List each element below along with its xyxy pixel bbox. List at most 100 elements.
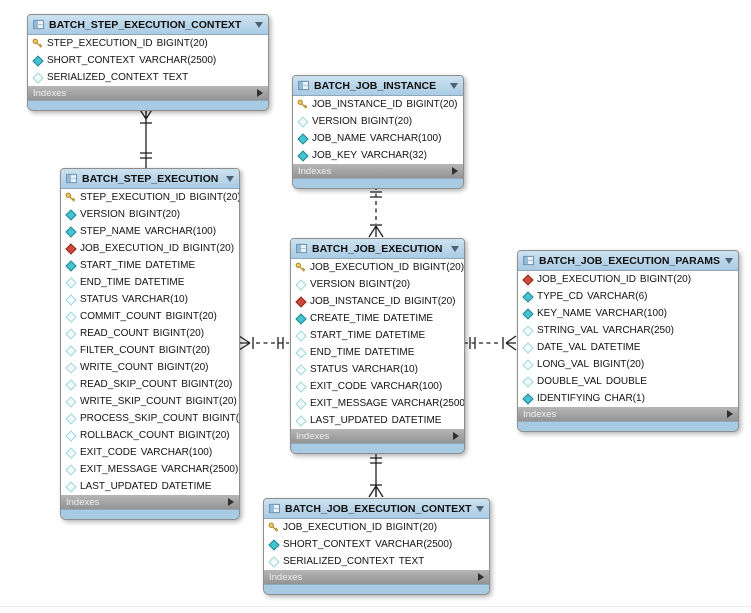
column-nullable-icon (294, 278, 307, 291)
expand-arrow-icon[interactable] (228, 498, 234, 506)
column-nullable-icon (64, 344, 77, 357)
table-header[interactable]: BATCH_JOB_EXECUTION (291, 239, 464, 259)
column-nullable-icon (294, 397, 307, 410)
chevron-down-icon[interactable] (476, 505, 484, 512)
expand-arrow-icon[interactable] (727, 410, 733, 418)
column-notnull-icon (521, 392, 534, 405)
relationship-stepexecution-jobexecution[interactable] (238, 335, 289, 351)
expand-arrow-icon[interactable] (478, 573, 484, 581)
chevron-down-icon[interactable] (725, 257, 733, 264)
column-name: PROCESS_SKIP_COUNT (80, 413, 199, 424)
column-name: SERIALIZED_CONTEXT (283, 556, 395, 567)
canvas-bottom-divider (0, 606, 751, 607)
column-name: START_TIME (310, 330, 372, 341)
chevron-down-icon[interactable] (255, 21, 263, 28)
chevron-down-icon[interactable] (450, 82, 458, 89)
expand-arrow-icon[interactable] (452, 167, 458, 175)
indexes-label: Indexes (298, 165, 332, 177)
table-batch_step_execution_context[interactable]: BATCH_STEP_EXECUTION_CONTEXT STEP_EXECUTI… (27, 14, 269, 111)
relationship-jobinstance-jobexecution[interactable] (368, 186, 384, 238)
table-header[interactable]: BATCH_JOB_EXECUTION_PARAMS (518, 251, 738, 271)
table-header[interactable]: BATCH_JOB_INSTANCE (293, 76, 463, 96)
column-name: EXIT_MESSAGE (310, 398, 388, 409)
indexes-footer[interactable]: Indexes (28, 86, 268, 100)
column-name: JOB_NAME (312, 133, 366, 144)
table-header[interactable]: BATCH_JOB_EXECUTION_CONTEXT (264, 499, 489, 519)
column-type: TEXT (398, 556, 425, 567)
indexes-label: Indexes (269, 571, 303, 583)
relationship-jobexecution-jobcontext[interactable] (368, 451, 384, 498)
column-nullable-icon (294, 363, 307, 376)
indexes-footer[interactable]: Indexes (518, 407, 738, 421)
chevron-down-icon[interactable] (226, 175, 234, 182)
indexes-footer[interactable]: Indexes (293, 164, 463, 178)
indexes-footer[interactable]: Indexes (291, 429, 464, 443)
relationship-jobexecution-params[interactable] (464, 335, 517, 351)
expand-arrow-icon[interactable] (257, 89, 263, 97)
expand-arrow-icon[interactable] (453, 432, 459, 440)
table-header[interactable]: BATCH_STEP_EXECUTION (61, 169, 239, 189)
table-title: BATCH_STEP_EXECUTION_CONTEXT (49, 18, 242, 31)
indexes-footer[interactable]: Indexes (264, 570, 489, 584)
relationship-stepcontext-stepexecution[interactable] (138, 107, 154, 168)
chevron-down-icon[interactable] (451, 245, 459, 252)
indexes-footer[interactable]: Indexes (61, 495, 239, 509)
column-name: ROLLBACK_COUNT (80, 430, 175, 441)
column-type: DATETIME (391, 415, 442, 426)
table-header[interactable]: BATCH_STEP_EXECUTION_CONTEXT (28, 15, 268, 35)
column-name: WRITE_SKIP_COUNT (80, 396, 182, 407)
